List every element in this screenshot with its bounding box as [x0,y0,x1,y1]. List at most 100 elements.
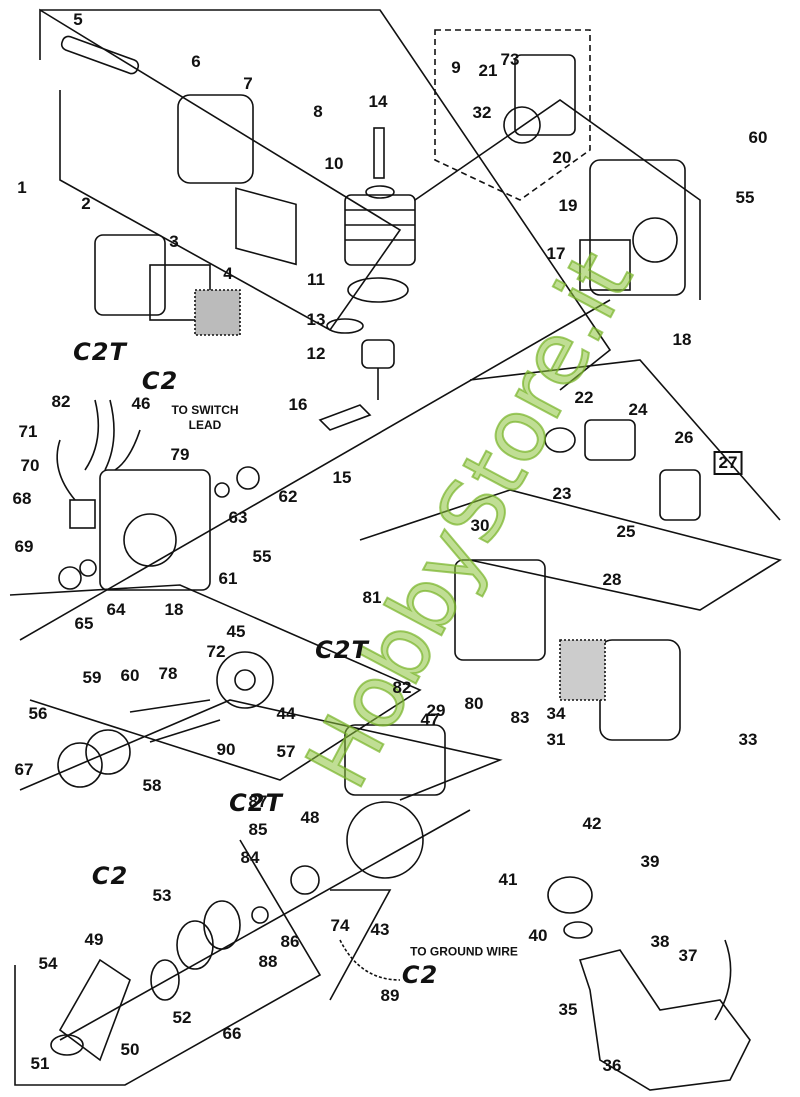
cap-gasket [563,921,593,939]
part-number-label: 78 [158,664,178,683]
part-number-label: 55 [735,188,755,207]
part-number-label: 46 [131,394,151,413]
part-number-label: 10 [324,154,344,173]
washer-88 [251,906,269,924]
muffler-studs [60,35,140,75]
part-number-label: 90 [216,740,236,759]
cylinder-top [365,185,395,199]
shroud [589,159,686,296]
part-number-label: 30 [470,516,490,535]
gasket-22 [544,427,576,453]
part-number-label: 83 [510,708,530,727]
part-number-label: 8 [313,102,323,121]
seal-64 [79,559,97,577]
starter-frame [9,584,422,781]
ground-wire-note: TO GROUND WIRE [410,944,518,959]
part-number-label: 62 [278,487,298,506]
clutch-shoe-2 [176,920,214,970]
part-number-label: 25 [616,522,636,541]
gear-housing [58,958,131,1062]
part-number-label: 67 [14,760,34,779]
part-number-label: 14 [368,92,388,111]
ground-wire [339,939,401,981]
bearing-62 [236,466,260,490]
decomp-cover [514,54,576,136]
variant-c2-label: C2 [91,862,129,890]
part-number-label: 24 [628,400,648,419]
shroud-port [632,217,678,263]
part-number-label: 49 [84,930,104,949]
part-number-label: 21 [478,61,498,80]
shroud-frame [414,99,701,300]
crankshaft [318,404,372,431]
part-number-label: 88 [258,952,278,971]
part-number-label: 72 [206,642,226,661]
part-number-label: 50 [120,1040,140,1059]
part-number-label: 82 [51,392,71,411]
part-number-label: 43 [370,920,390,939]
carburetor [659,469,701,521]
part-number-label: 60 [120,666,140,685]
cylinder-gasket [347,277,409,303]
part-number-label: 64 [106,600,126,619]
part-number-label: 7 [243,74,253,93]
filter-element [559,639,606,701]
part-number-label: 31 [546,730,566,749]
intake-spacer [584,419,636,461]
part-number-label: 23 [552,484,572,503]
spark-plug [373,127,385,179]
part-number-label: 38 [650,932,670,951]
fuel-tank [578,949,751,1091]
crankcase [99,469,211,591]
variant-c2t-label: C2T [315,636,369,664]
part-number-label: 80 [464,694,484,713]
part-number-label: 16 [288,395,308,414]
clutch-shoe [203,900,241,950]
part-number-label: 37 [678,946,698,965]
part-number-label: 82 [392,678,412,697]
gasket-17 [579,239,631,291]
part-number-label: 34 [546,704,566,723]
part-number-label: 4 [223,264,233,283]
air-filter-housing [94,234,166,316]
part-number-label: 66 [222,1024,242,1043]
decomp-valve [503,106,541,144]
air-box [454,559,546,661]
part-number-label: 26 [674,428,694,447]
part-number-label: 12 [306,344,326,363]
part-number-label: 44 [276,704,296,723]
muffler-gasket [235,187,297,266]
part-number-label: 65 [74,614,94,633]
part-number-label: 42 [582,814,602,833]
part-number-label: 40 [528,926,548,945]
part-number-label: 19 [558,196,578,215]
part-number-label: 89 [380,986,400,1005]
variant-c2-label: C2 [401,961,439,989]
seal-63 [214,482,230,498]
fan-housing [344,724,446,796]
piston [361,339,395,369]
bearing-65 [58,566,82,590]
part-number-label: 22 [574,388,594,407]
cylinder [344,194,416,266]
part-number-label: 63 [228,508,248,527]
part-number-label: 17 [546,244,566,263]
part-number-label: 56 [28,704,48,723]
part-number-label: 85 [248,820,268,839]
air-cleaner-cover [599,639,681,741]
part-number-label: 13 [306,310,326,329]
clutch-axis [59,809,471,1041]
part-number-label: 33 [738,730,758,749]
variant-c2t-label: C2T [229,789,283,817]
part-number-label: 73 [500,50,520,69]
part-number-label: 55 [252,547,272,566]
part-number-label: 60 [748,128,768,147]
starter-pulley [57,742,103,788]
part-number-label: 2 [81,194,91,213]
part-number-label: 35 [558,1000,578,1019]
ground-frame [329,889,392,1001]
part-number-label: 57 [276,742,296,761]
ignition-module [69,499,96,529]
part-number-label: 15 [332,468,352,487]
